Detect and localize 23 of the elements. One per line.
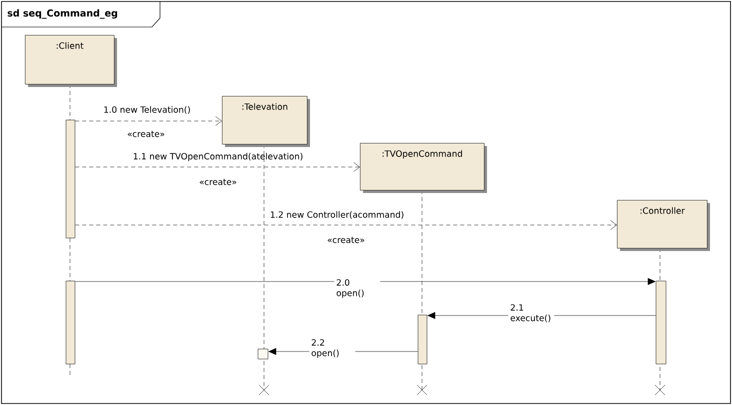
edge-label: 2.0 open() <box>334 277 380 300</box>
stereotype-label: «create» <box>128 130 164 138</box>
edge-label: 1.1 new TVOpenCommand(atelevation) <box>134 152 302 162</box>
lifeline-head: :Televation <box>222 96 310 147</box>
message-arrow <box>75 220 617 230</box>
edge-label: 2.1 execute() <box>508 302 554 324</box>
activation-bar <box>656 280 666 364</box>
edge-label: 1.0 new Televation() <box>104 106 190 114</box>
message-arrow <box>75 162 360 172</box>
message-arrow <box>75 278 656 285</box>
lifeline-head: :TVOpenCommand <box>360 143 487 193</box>
lifeline-head: :Controller <box>617 200 710 251</box>
activation-bar <box>418 314 428 364</box>
stereotype-label: «create» <box>200 178 236 186</box>
activation-bar <box>66 280 76 364</box>
lifeline-head: :Client <box>25 35 117 87</box>
activation-bar <box>66 120 76 238</box>
edge-label: 2.2 open() <box>309 337 356 360</box>
stereotype-label: «create» <box>328 236 364 244</box>
edge-label: 1.2 new Controller(acommand) <box>270 211 404 219</box>
message-arrow <box>75 116 222 126</box>
diagram-title: sd seq_Command_eg <box>8 9 118 19</box>
activation-box <box>258 348 268 360</box>
